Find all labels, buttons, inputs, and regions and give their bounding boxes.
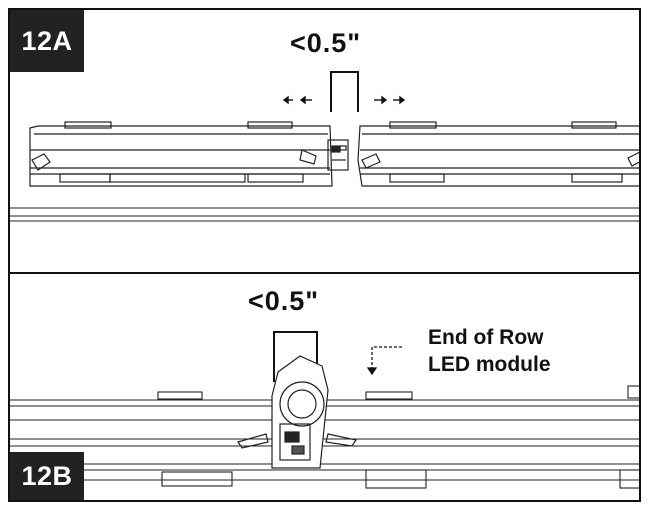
panel-12b: <0.5" End of Row LED module 12B <box>8 272 641 502</box>
gap-measurement-12a: <0.5" <box>290 28 362 58</box>
end-of-row-module <box>237 355 357 469</box>
arrows-right <box>374 95 406 105</box>
end-of-row-callout: End of Row LED module <box>428 324 551 378</box>
panel-12a: 12A <0.5" <box>8 8 641 274</box>
lower-rail <box>10 207 639 222</box>
fixture-drawing-12b <box>10 331 639 489</box>
callout-line-2: LED module <box>428 353 551 376</box>
gap-bracket <box>273 331 318 382</box>
left-led-module <box>29 121 333 187</box>
step-label-12a: 12A <box>10 10 84 72</box>
gap-bracket <box>330 71 359 112</box>
fixture-drawing-12a <box>10 71 639 222</box>
callout-line-1: End of Row <box>428 326 544 349</box>
gap-measurement-12b: <0.5" <box>248 286 320 316</box>
right-led-module <box>357 121 639 187</box>
arrows-left <box>282 95 312 105</box>
callout-arrow <box>366 346 402 376</box>
step-label-12b: 12B <box>10 452 84 500</box>
module-connector <box>327 139 349 171</box>
